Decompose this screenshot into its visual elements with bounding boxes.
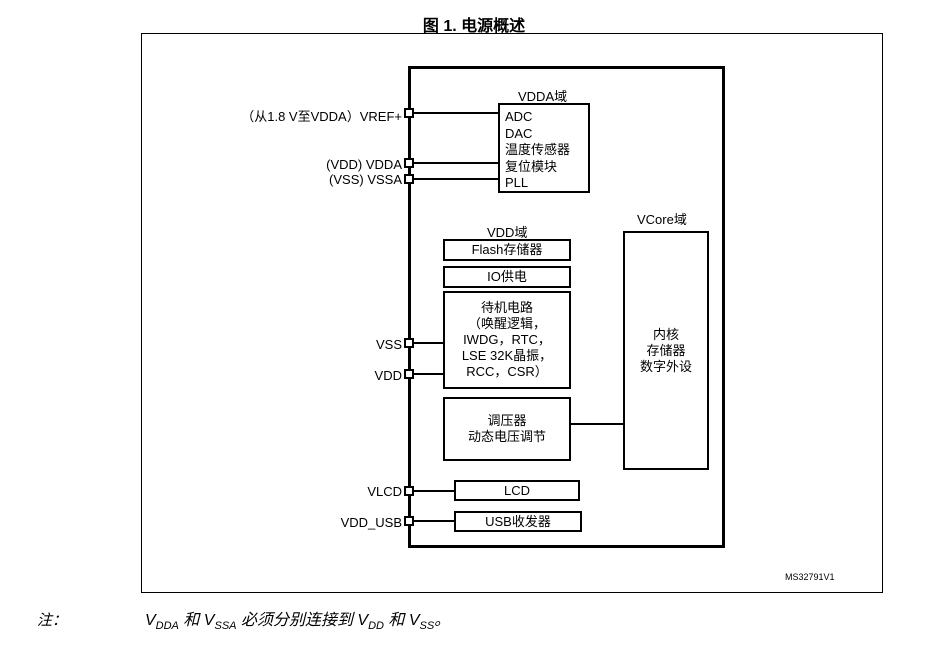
io-supply-label: IO供电 bbox=[487, 269, 527, 284]
standby-line-5: RCC，CSR） bbox=[466, 364, 548, 379]
vcore-domain-label: VCore域 bbox=[637, 212, 687, 227]
vdd-usb-connector bbox=[414, 520, 454, 522]
regulator-box: 调压器 动态电压调节 bbox=[443, 397, 571, 461]
vref-connector bbox=[414, 112, 498, 114]
flash-memory-box: Flash存储器 bbox=[443, 239, 571, 261]
memory-label: 存储器 bbox=[646, 342, 686, 358]
figure-frame bbox=[141, 33, 883, 593]
standby-line-1: 待机电路 bbox=[480, 300, 533, 315]
vss-pin-label: VSS bbox=[375, 337, 402, 352]
adc-item: ADC bbox=[505, 109, 533, 124]
vdda-domain-label: VDDA域 bbox=[518, 89, 568, 104]
lcd-label: LCD bbox=[503, 482, 530, 498]
vdd-pin bbox=[404, 369, 414, 379]
vssa-connector bbox=[414, 178, 498, 180]
standby-line-3: IWDG，RTC， bbox=[463, 332, 551, 347]
usb-transceiver-label: USB收发器 bbox=[485, 513, 551, 529]
vdd-usb-pin bbox=[404, 516, 414, 526]
flash-memory-label: Flash存储器 bbox=[471, 242, 543, 257]
vdda-domain-box: ADC DAC 温度传感器 复位模块 PLL bbox=[498, 103, 590, 193]
vdd-domain-label: VDD域 bbox=[487, 225, 528, 240]
digital-peripherals-label: 数字外设 bbox=[639, 358, 692, 374]
reset-module-item: 复位模块 bbox=[505, 158, 558, 174]
io-supply-box: IO供电 bbox=[443, 266, 571, 288]
lcd-box: LCD bbox=[454, 480, 580, 501]
vdd-usb-pin-label: VDD_USB bbox=[340, 515, 402, 530]
vref-pin bbox=[404, 108, 414, 118]
standby-line-4: LSE 32K晶振， bbox=[461, 348, 553, 363]
vdda-pin bbox=[404, 158, 414, 168]
vss-pin bbox=[404, 338, 414, 348]
vlcd-pin bbox=[404, 486, 414, 496]
vlcd-connector bbox=[414, 490, 454, 492]
regulator-line-1: 调压器 bbox=[487, 413, 527, 428]
vdda-pin-label: (VDD) VDDA bbox=[326, 157, 402, 172]
mcu-chip-boundary bbox=[408, 66, 725, 548]
regulator-line-2: 动态电压调节 bbox=[467, 429, 546, 444]
note-label: 注： bbox=[37, 612, 68, 629]
usb-transceiver-box: USB收发器 bbox=[454, 511, 582, 532]
vdd-pin-label: VDD bbox=[374, 368, 402, 383]
vss-connector bbox=[414, 342, 443, 344]
dac-item: DAC bbox=[505, 125, 533, 141]
vlcd-pin-label: VLCD bbox=[367, 484, 402, 499]
vssa-pin-label: (VSS) VSSA bbox=[329, 172, 402, 187]
figure-title: 图 1. 电源概述 bbox=[422, 18, 526, 35]
standby-line-2: （唤醒逻辑， bbox=[467, 316, 546, 331]
note-text: VDDA 和 VSSA 必须分别连接到 VDD 和 VSS。 bbox=[145, 612, 451, 633]
vref-pin-label: （从1.8 V至VDDA）VREF+ bbox=[241, 109, 402, 124]
regulator-vcore-connector bbox=[571, 423, 623, 425]
vssa-pin bbox=[404, 174, 414, 184]
figure-reference-code: MS32791V1 bbox=[785, 572, 835, 582]
vcore-domain-box: 内核 存储器 数字外设 bbox=[623, 231, 709, 470]
vdd-connector bbox=[414, 373, 443, 375]
standby-circuit-box: 待机电路 （唤醒逻辑， IWDG，RTC， LSE 32K晶振， RCC，CSR… bbox=[443, 291, 571, 389]
pll-item: PLL bbox=[505, 175, 529, 190]
core-label: 内核 bbox=[652, 326, 679, 342]
vdda-connector bbox=[414, 162, 498, 164]
temp-sensor-item: 温度传感器 bbox=[505, 142, 571, 157]
